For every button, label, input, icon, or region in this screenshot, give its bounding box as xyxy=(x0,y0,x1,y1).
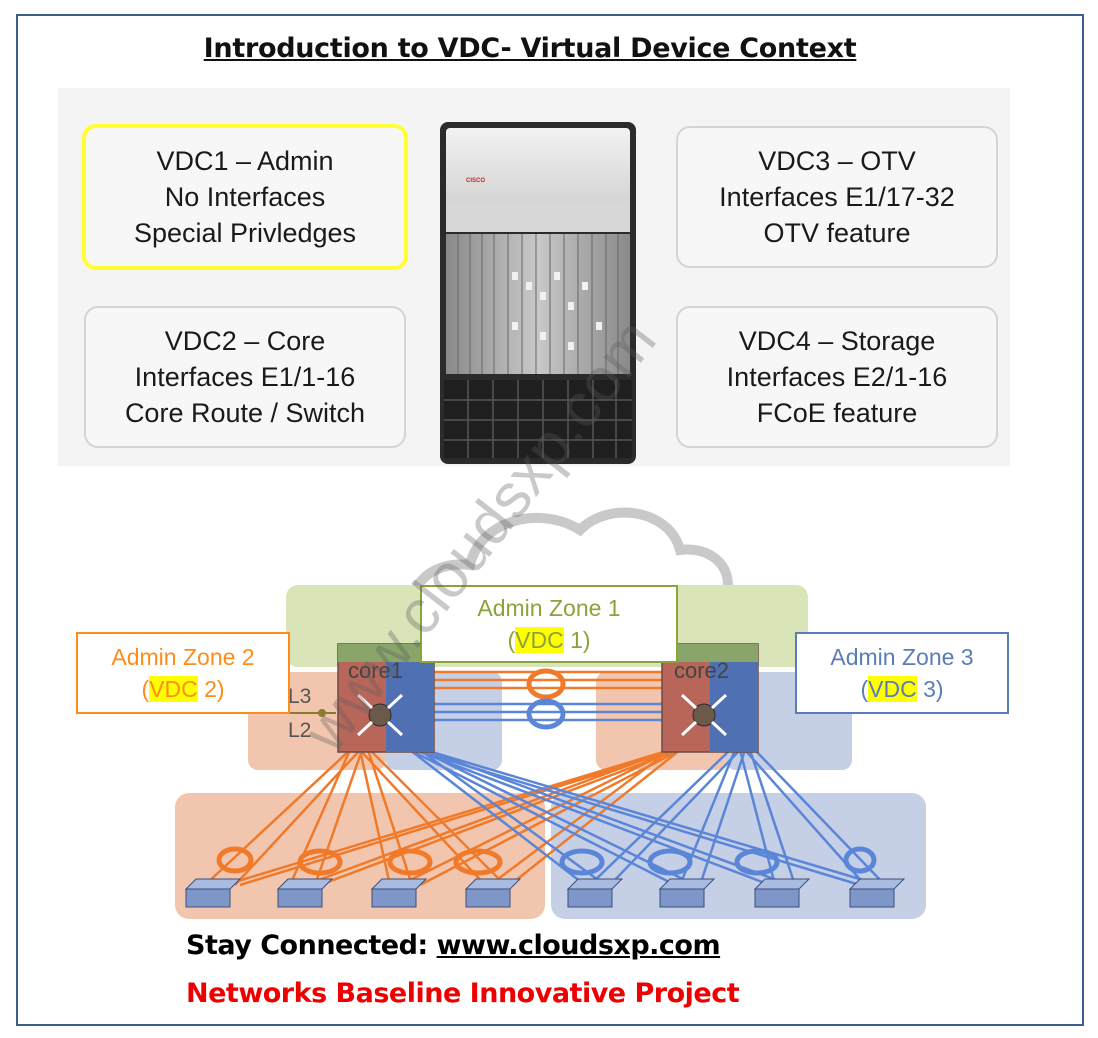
vdc3-title: VDC3 – OTV xyxy=(758,146,916,176)
zone2-vdc: (VDC 2) xyxy=(141,676,225,702)
vdc4-box: VDC4 – Storage Interfaces E2/1-16 FCoE f… xyxy=(676,306,998,448)
vdc1-feature: Special Privledges xyxy=(133,218,357,248)
vdc1-box: VDC1 – Admin No Interfaces Special Privl… xyxy=(82,124,408,270)
orange-etherchannel-ring xyxy=(526,668,566,700)
zone2-name: Admin Zone 2 xyxy=(111,644,255,670)
admin-zone-2-label: Admin Zone 2 (VDC 2) xyxy=(76,632,290,714)
vdc2-feature: Core Route / Switch xyxy=(124,398,366,428)
outer-frame xyxy=(16,14,1084,1026)
vdc2-interfaces: Interfaces E1/1-16 xyxy=(134,362,356,392)
vdc1-interfaces: No Interfaces xyxy=(164,182,326,212)
zone2-access-background xyxy=(175,793,545,919)
l2-label: L2 xyxy=(288,719,311,742)
vdc4-title: VDC4 – Storage xyxy=(738,326,936,356)
blue-links xyxy=(409,748,886,887)
core-interlinks xyxy=(430,670,666,722)
blue-etherchannel-ring xyxy=(526,698,566,730)
page-title: Introduction to VDC- Virtual Device Cont… xyxy=(203,33,857,64)
zone1-vdc: (VDC 1) xyxy=(507,627,591,653)
vdc1-title: VDC1 – Admin xyxy=(156,146,334,176)
zone3-vdc: (VDC 3) xyxy=(860,676,944,702)
admin-zone-1-label: Admin Zone 1 (VDC 1) xyxy=(420,585,678,663)
stay-connected-prefix: Stay Connected: xyxy=(186,930,437,961)
admin-zone-3-label: Admin Zone 3 (VDC 3) xyxy=(795,632,1009,714)
vdc2-box: VDC2 – Core Interfaces E1/1-16 Core Rout… xyxy=(84,306,406,448)
vdc3-interfaces: Interfaces E1/17-32 xyxy=(719,182,955,212)
orange-links xyxy=(204,748,681,887)
core1-label: core1 xyxy=(348,658,403,683)
vdc3-feature: OTV feature xyxy=(763,218,911,248)
zone1-name: Admin Zone 1 xyxy=(477,595,621,621)
core2-switch xyxy=(661,643,759,753)
vdc4-feature: FCoE feature xyxy=(756,398,918,428)
l3-label: L3 xyxy=(288,685,311,708)
vdc3-box: VDC3 – OTV Interfaces E1/17-32 OTV featu… xyxy=(676,126,998,268)
project-tagline: Networks Baseline Innovative Project xyxy=(186,978,740,1009)
website-link[interactable]: www.cloudsxp.com xyxy=(436,930,721,961)
vdc4-interfaces: Interfaces E2/1-16 xyxy=(726,362,948,392)
cisco-logo: CISCO xyxy=(466,178,485,184)
core1-switch xyxy=(337,643,435,753)
nexus-chassis-image: CISCO xyxy=(440,122,636,464)
zone3-name: Admin Zone 3 xyxy=(830,644,974,670)
watermark-text: www.cloudsxp.com xyxy=(290,306,670,765)
vdc2-title: VDC2 – Core xyxy=(164,326,326,356)
core2-label: core2 xyxy=(674,658,729,683)
access-rings xyxy=(216,846,877,876)
vdc-overview-panel: VDC1 – Admin No Interfaces Special Privl… xyxy=(58,88,1010,466)
access-switches xyxy=(184,878,906,908)
stay-connected-line: Stay Connected: www.cloudsxp.com xyxy=(186,930,721,961)
